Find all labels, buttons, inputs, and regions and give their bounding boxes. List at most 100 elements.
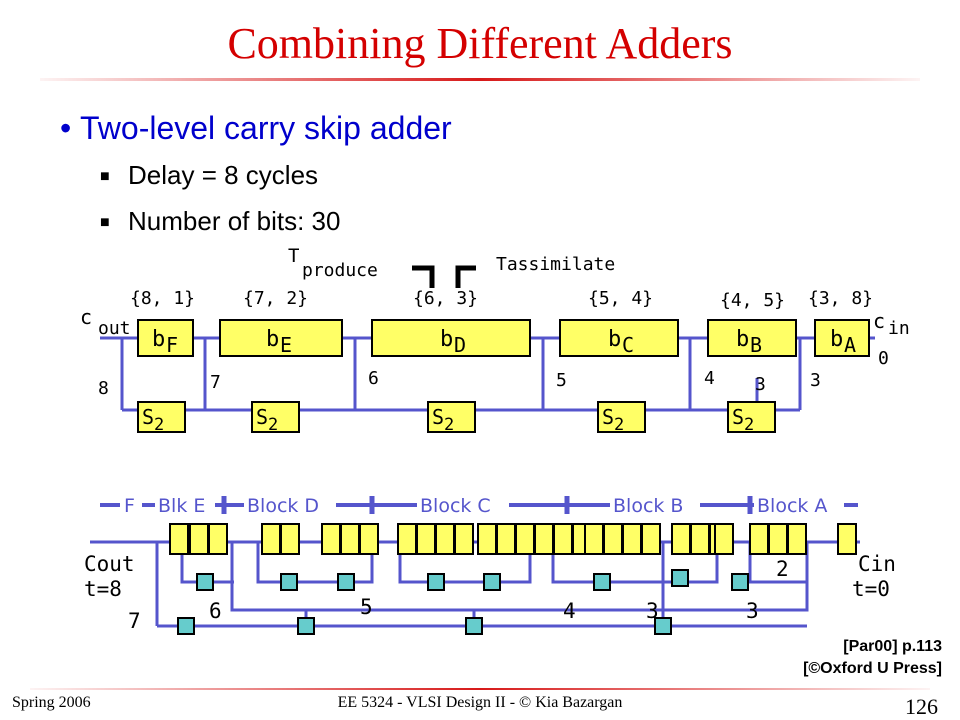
bit-cell [553,523,573,555]
block-sub: E [280,333,292,357]
reference-line: [Par00] p.113 [843,638,942,655]
footer-divider [30,688,930,690]
produce-bracket [412,265,435,288]
skip-square [654,617,672,635]
pair-label: {8, 1} [130,288,195,309]
level-label: 3 [746,599,759,623]
skip-box [727,401,776,433]
bit-cell [189,523,209,555]
assimilate-bracket [455,265,476,288]
skip-square [177,617,195,635]
bit-cell [714,523,734,555]
skip-square [337,573,355,591]
top-diagram: T produce Tassimilate c out c in 0 {8, 1… [80,245,910,435]
t-assimilate-label: Tassimilate [496,254,615,275]
bit-cell [787,523,807,555]
bit-cell [515,523,535,555]
sub-bullet-delay: ■Delay = 8 cycles [100,160,318,191]
skip-delay-label: 3 [810,370,821,391]
pair-label: {5, 4} [588,288,653,309]
bit-cell [584,523,604,555]
bit-cell [768,523,788,555]
block-sub: D [454,333,466,357]
level-label: 3 [646,599,659,623]
level-label: 7 [128,609,141,633]
level-label: 2 [776,557,789,581]
bit-cell [321,523,341,555]
t-produce-label: T [288,245,299,267]
skip-squares [177,569,749,635]
bit-cell [397,523,417,555]
square-bullet-icon: ■ [100,168,110,186]
skip-box [427,401,476,433]
skip-box [597,401,646,433]
block-bc [559,319,679,357]
footer-date: Spring 2006 [12,694,91,711]
block-name: b [736,327,749,352]
group-label: Block C [420,495,491,517]
block-sub: B [750,333,762,357]
block-bd [371,319,531,357]
bottom-diagram: F Blk E Block D Block C Block B Block A [84,494,896,635]
bullet-dot-icon: • [60,110,72,146]
block-bf [137,319,194,357]
bit-cell [534,523,554,555]
bit-cell [208,523,228,555]
cout-label: Cout [84,552,135,576]
block-sub: F [166,333,178,357]
skip-square [297,617,315,635]
bullet-item: •Two-level carry skip adder [60,110,452,147]
skip-square [465,617,483,635]
t-produce-sub: produce [302,260,378,281]
bit-cell [671,523,691,555]
sub-bullet-text: Number of bits: 30 [128,206,341,236]
group-label: Block D [247,495,319,517]
pair-label: {4, 5} [720,290,785,311]
page-number: 126 [905,694,938,719]
block-name: b [608,327,621,352]
cin-value: 0 [878,348,889,369]
pair-label: {7, 2} [243,288,308,309]
slide-title: Combining Different Adders [227,19,733,68]
bit-cell [622,523,642,555]
group-label: F [124,495,135,517]
bit-cell [749,523,769,555]
skip-delay-label: 7 [210,372,221,393]
skip-square [483,573,501,591]
cin-sub: in [888,318,910,339]
skip-square [427,573,445,591]
block-sub: A [844,333,856,357]
skip-square [671,569,689,587]
level-label: 6 [209,599,222,623]
skip-box [137,401,186,433]
reference-line: [©Oxford U Press] [803,660,942,677]
bit-cell [416,523,436,555]
cin-label: Cin [858,552,896,576]
title-divider [40,78,920,81]
bit-cell [496,523,516,555]
level-label: 4 [563,599,576,623]
skip-square [280,573,298,591]
group-label: Block B [613,495,683,517]
skip-delay-label: 5 [556,370,567,391]
skip-square [731,573,749,591]
block-ba [814,319,870,357]
skip-square [196,573,214,591]
cin-time: t=0 [852,577,890,601]
skip-delay-label: 8 [98,378,109,399]
cin-label: c [873,309,885,333]
bit-cell [280,523,300,555]
block-sub: C [622,333,634,357]
bit-cell [261,523,281,555]
bit-cell [837,523,857,555]
group-label: Block A [757,495,827,517]
bit-cell [340,523,360,555]
cout-time: t=8 [84,577,122,601]
bit-cell [690,523,710,555]
bullet-text: Two-level carry skip adder [80,110,452,146]
bit-cell [169,523,189,555]
skip-delay-label: 4 [704,368,715,389]
skip-square [593,573,611,591]
level-label: 5 [360,595,373,619]
